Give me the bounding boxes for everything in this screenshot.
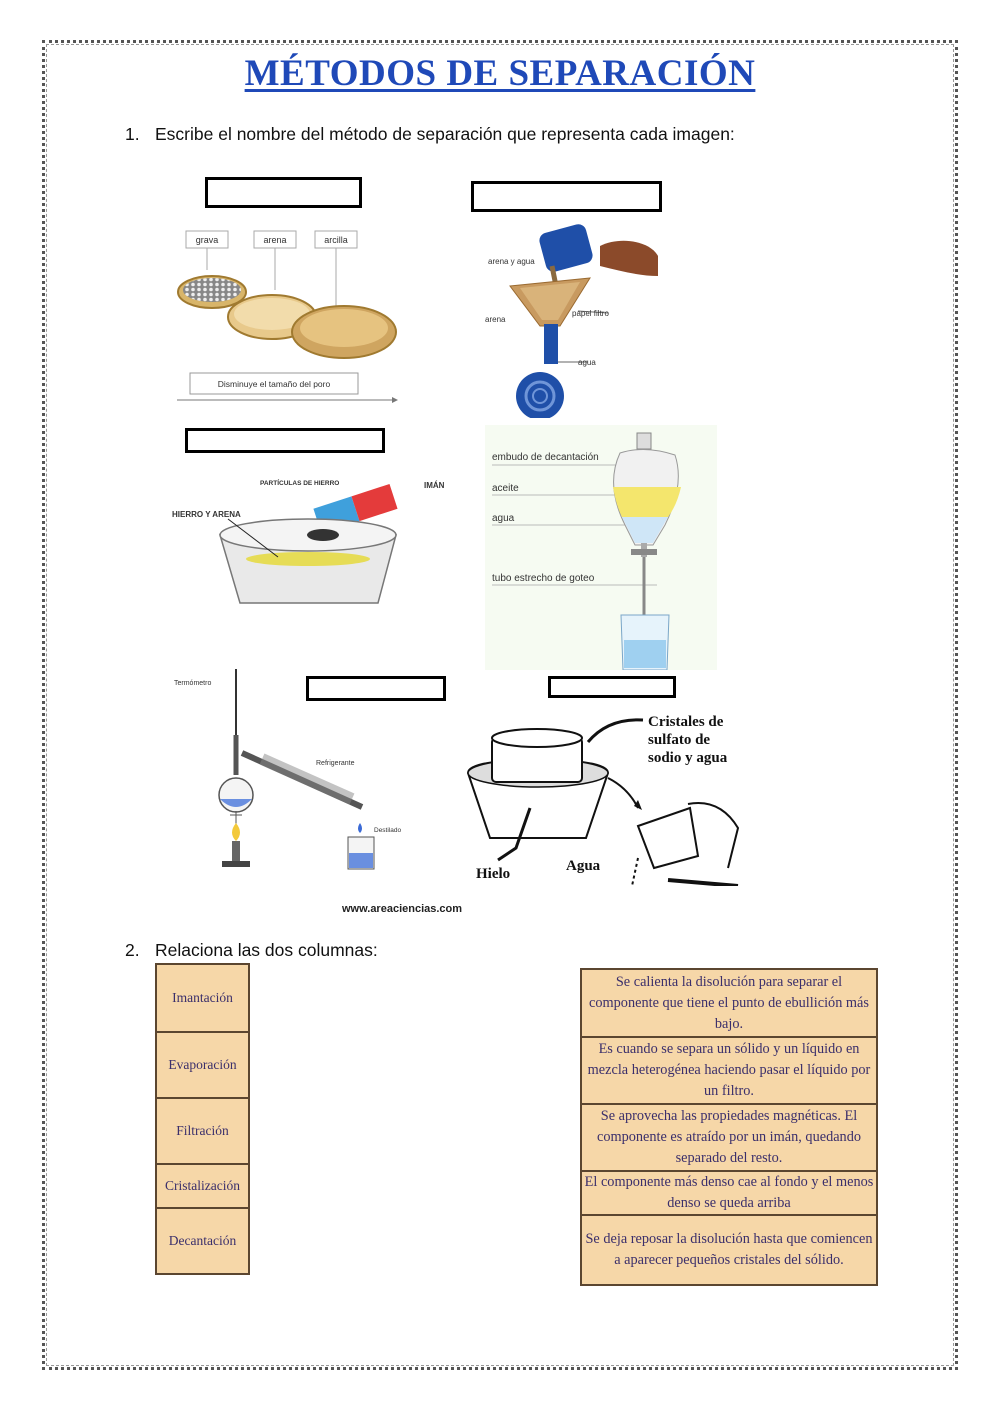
filter-label-arena-agua: arena y agua bbox=[488, 257, 535, 266]
page-border bbox=[42, 40, 958, 1370]
decantation-image: embudo de decantación aceite agua tubo e… bbox=[485, 425, 717, 670]
question-1-text: Escribe el nombre del método de separaci… bbox=[155, 124, 735, 144]
question-1-number: 1. bbox=[125, 124, 140, 144]
page-border-inner bbox=[46, 44, 954, 1366]
distillation-image: Termómetro Refrigerante Destilado bbox=[174, 669, 401, 870]
answer-box-sieves[interactable] bbox=[205, 177, 362, 208]
funnel-label-aceite: aceite bbox=[492, 483, 519, 494]
magnet-label-iman: IMÁN bbox=[424, 481, 445, 490]
magnet-label-particulas: PARTÍCULAS DE HIERRO bbox=[260, 478, 339, 487]
question-2-text: Relaciona las dos columnas: bbox=[155, 940, 378, 960]
website-credit: www.areaciencias.com bbox=[342, 903, 463, 915]
answer-box-distillation[interactable] bbox=[306, 676, 446, 701]
magnetism-image: PARTÍCULAS DE HIERRO IMÁN HIERRO Y ARENA bbox=[172, 478, 445, 604]
description-2[interactable]: Es cuando se separa un sólido y un líqui… bbox=[580, 1036, 878, 1105]
magnet-label-hierro-arena: HIERRO Y ARENA bbox=[172, 510, 241, 519]
page-title: MÉTODOS DE SEPARACIÓN bbox=[244, 53, 756, 94]
filter-label-arena: arena bbox=[485, 315, 506, 324]
description-5[interactable]: Se deja reposar la disolución hasta que … bbox=[580, 1214, 878, 1286]
crystallization-image: Cristales de sulfato de sodio y agua Hie… bbox=[466, 714, 740, 886]
crystals-label-hielo: Hielo bbox=[476, 866, 510, 882]
crystals-label-line2: sulfato de bbox=[648, 732, 710, 748]
funnel-label-embudo: embudo de decantación bbox=[492, 452, 599, 463]
distillation-label-destilado: Destilado bbox=[374, 827, 401, 834]
methods-column: Imantación Evaporación Filtración Crista… bbox=[155, 963, 250, 1275]
filtration-image: arena y agua papel filtro arena agua bbox=[485, 224, 658, 418]
funnel-label-tubo: tubo estrecho de goteo bbox=[492, 573, 595, 584]
description-4[interactable]: El componente más denso cae al fondo y e… bbox=[580, 1170, 878, 1216]
method-cristalizacion[interactable]: Cristalización bbox=[155, 1163, 250, 1209]
method-filtracion[interactable]: Filtración bbox=[155, 1097, 250, 1165]
descriptions-column: Se calienta la disolución para separar e… bbox=[580, 968, 878, 1286]
question-2-number: 2. bbox=[125, 940, 140, 960]
answer-box-crystals[interactable] bbox=[548, 676, 676, 698]
crystals-label-agua: Agua bbox=[566, 858, 601, 874]
sieves-image: grava arena arcilla Disminuye el tamaño … bbox=[177, 230, 398, 403]
answer-box-filter[interactable] bbox=[471, 181, 662, 212]
distillation-label-termometro: Termómetro bbox=[174, 680, 211, 687]
answer-box-magnet[interactable] bbox=[185, 428, 385, 453]
description-3[interactable]: Se aprovecha las propiedades magnéticas.… bbox=[580, 1103, 878, 1172]
method-decantacion[interactable]: Decantación bbox=[155, 1207, 250, 1275]
method-imantacion[interactable]: Imantación bbox=[155, 963, 250, 1033]
sieves-caption: Disminuye el tamaño del poro bbox=[218, 379, 331, 389]
funnel-label-agua: agua bbox=[492, 513, 515, 524]
crystals-label-line3: sodio y agua bbox=[648, 750, 728, 766]
filter-label-papel-filtro: papel filtro bbox=[572, 309, 609, 318]
sieves-label-arcilla: arcilla bbox=[324, 235, 348, 245]
method-evaporacion[interactable]: Evaporación bbox=[155, 1031, 250, 1099]
crystals-label-line1: Cristales de bbox=[648, 714, 724, 730]
sieves-label-arena: arena bbox=[263, 235, 286, 245]
question-2: 2. Relaciona las dos columnas: bbox=[125, 940, 378, 961]
sieves-label-grava: grava bbox=[196, 235, 219, 245]
description-1[interactable]: Se calienta la disolución para separar e… bbox=[580, 968, 878, 1038]
distillation-label-refrigerante: Refrigerante bbox=[316, 760, 355, 767]
filter-label-agua: agua bbox=[578, 358, 596, 367]
question-1: 1. Escribe el nombre del método de separa… bbox=[125, 124, 735, 145]
